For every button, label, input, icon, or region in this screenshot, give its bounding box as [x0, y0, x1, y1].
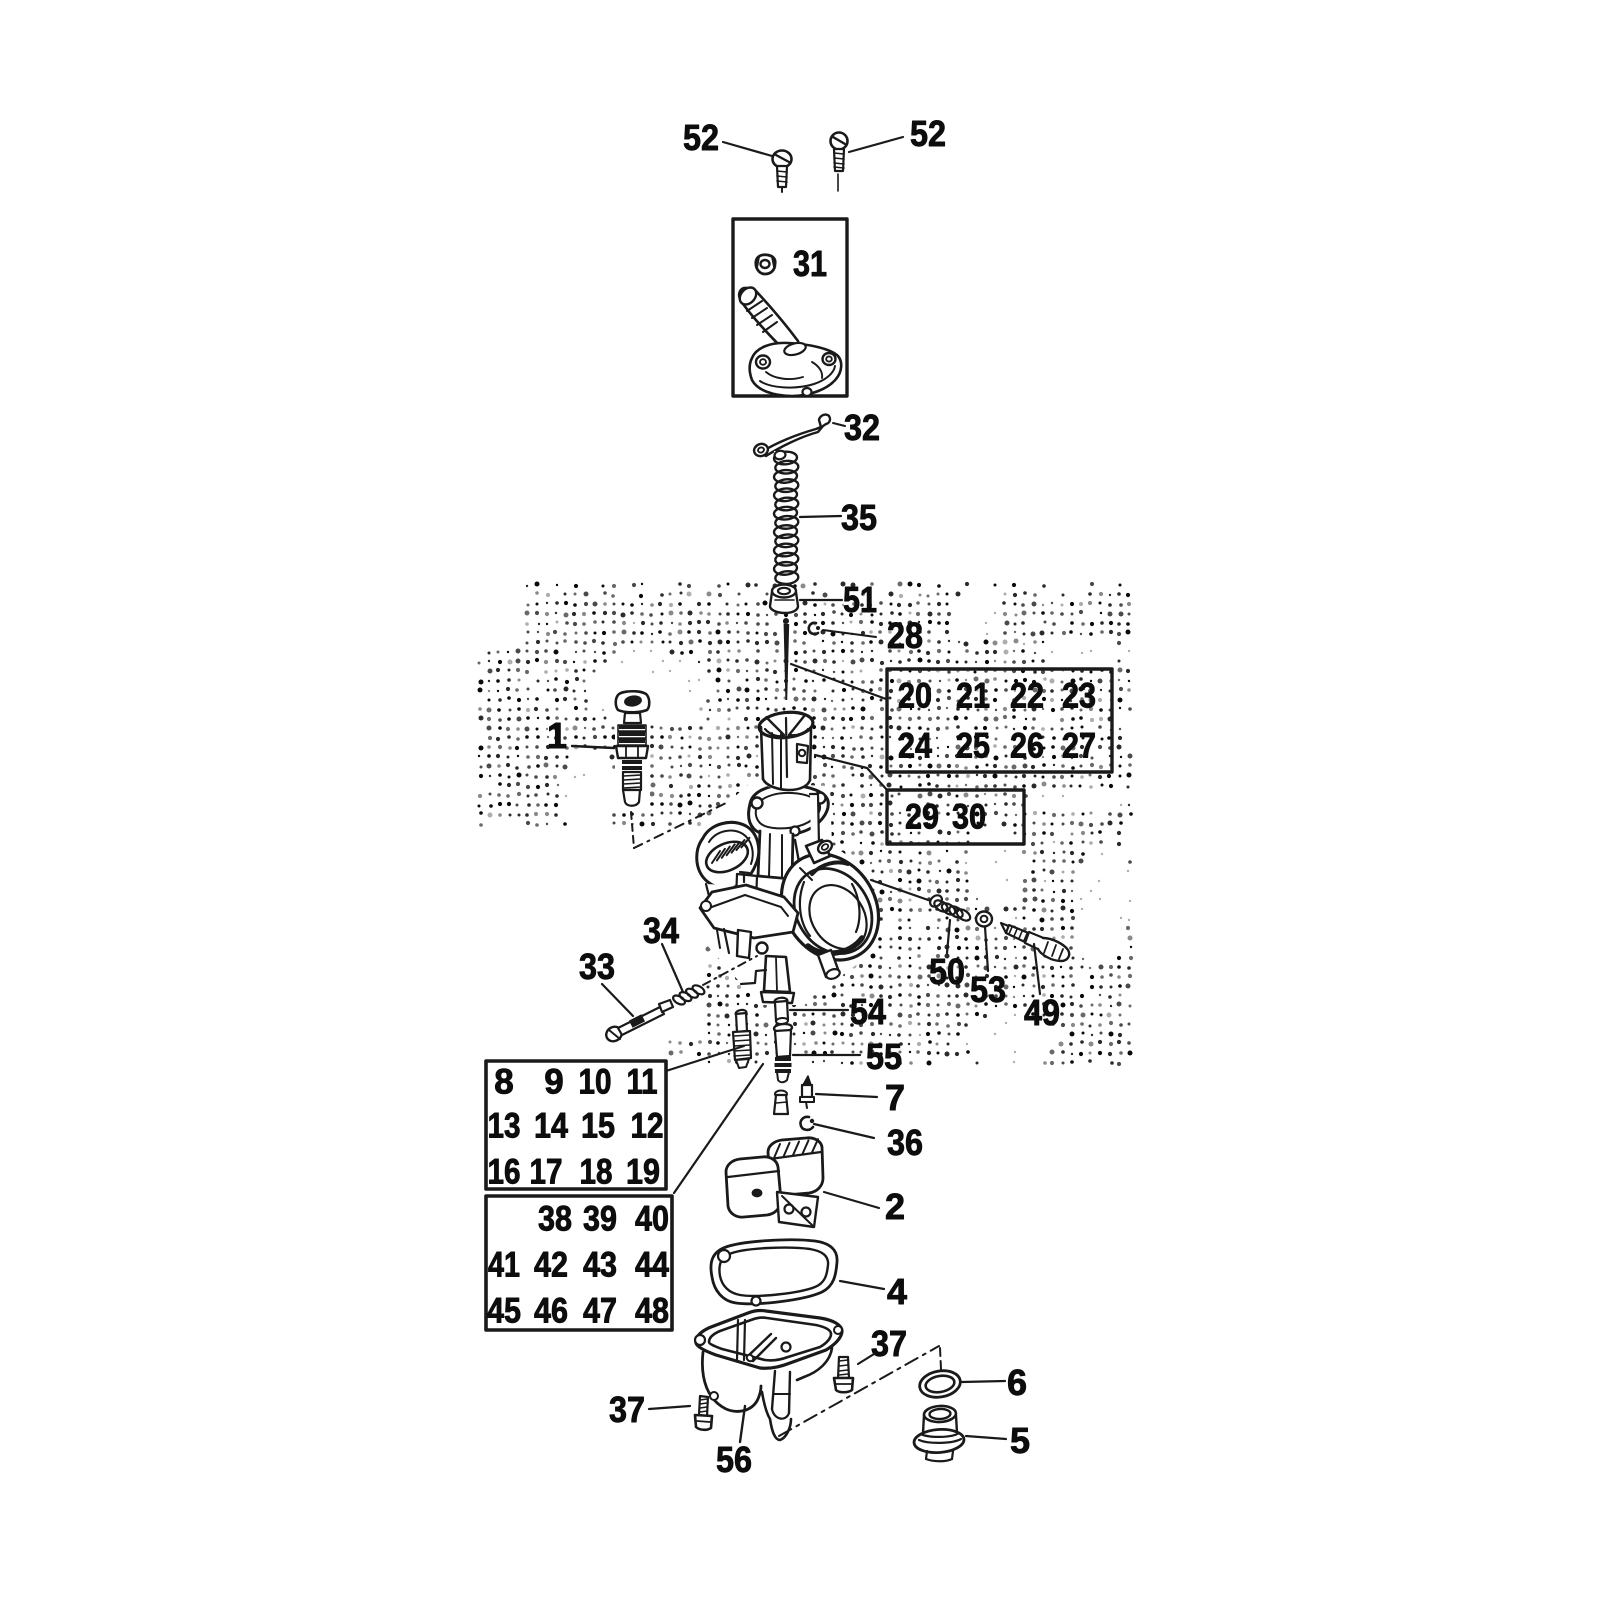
svg-text:37: 37: [871, 1323, 907, 1364]
svg-text:34: 34: [643, 910, 679, 951]
svg-text:40: 40: [635, 1200, 669, 1239]
svg-text:12: 12: [631, 1107, 664, 1146]
svg-text:14: 14: [534, 1107, 568, 1146]
svg-text:16: 16: [488, 1153, 521, 1192]
svg-text:56: 56: [716, 1439, 752, 1480]
svg-text:29: 29: [905, 798, 939, 837]
svg-text:30: 30: [952, 798, 986, 837]
svg-text:41: 41: [488, 1246, 520, 1285]
svg-text:6: 6: [1007, 1362, 1027, 1403]
svg-text:38: 38: [538, 1200, 572, 1239]
svg-text:1: 1: [547, 715, 567, 756]
svg-text:18: 18: [580, 1153, 613, 1192]
svg-text:9: 9: [544, 1063, 563, 1102]
svg-text:45: 45: [487, 1292, 521, 1331]
svg-text:2: 2: [885, 1186, 905, 1227]
svg-text:4: 4: [887, 1271, 907, 1312]
svg-text:31: 31: [793, 243, 827, 284]
svg-text:48: 48: [635, 1292, 669, 1331]
svg-text:47: 47: [583, 1292, 617, 1331]
svg-text:8: 8: [494, 1063, 513, 1102]
svg-text:43: 43: [583, 1246, 617, 1285]
svg-text:5: 5: [1010, 1420, 1030, 1461]
svg-text:35: 35: [841, 497, 877, 538]
svg-text:51: 51: [843, 579, 877, 620]
svg-text:27: 27: [1062, 727, 1096, 766]
svg-text:17: 17: [530, 1153, 563, 1192]
svg-text:36: 36: [887, 1122, 923, 1163]
svg-text:7: 7: [885, 1077, 905, 1118]
svg-text:24: 24: [898, 727, 932, 766]
svg-text:23: 23: [1062, 677, 1096, 716]
svg-text:44: 44: [635, 1246, 669, 1285]
svg-text:55: 55: [866, 1036, 902, 1077]
svg-text:42: 42: [534, 1246, 568, 1285]
svg-text:54: 54: [850, 991, 886, 1032]
svg-text:39: 39: [583, 1200, 617, 1239]
svg-text:10: 10: [579, 1063, 612, 1102]
svg-text:52: 52: [910, 113, 946, 154]
svg-text:33: 33: [579, 946, 615, 987]
svg-text:19: 19: [626, 1153, 660, 1192]
svg-text:53: 53: [970, 969, 1006, 1010]
svg-text:21: 21: [956, 677, 990, 716]
svg-text:37: 37: [609, 1389, 645, 1430]
svg-text:52: 52: [683, 117, 719, 158]
svg-text:25: 25: [956, 727, 990, 766]
svg-text:13: 13: [488, 1107, 521, 1146]
svg-text:20: 20: [898, 677, 932, 716]
svg-text:22: 22: [1010, 677, 1044, 716]
svg-text:11: 11: [627, 1063, 658, 1102]
svg-text:15: 15: [581, 1107, 615, 1146]
svg-text:46: 46: [534, 1292, 568, 1331]
svg-text:28: 28: [887, 615, 923, 656]
svg-text:49: 49: [1024, 992, 1060, 1033]
svg-text:26: 26: [1010, 727, 1044, 766]
svg-text:32: 32: [844, 407, 880, 448]
svg-text:50: 50: [929, 951, 965, 992]
